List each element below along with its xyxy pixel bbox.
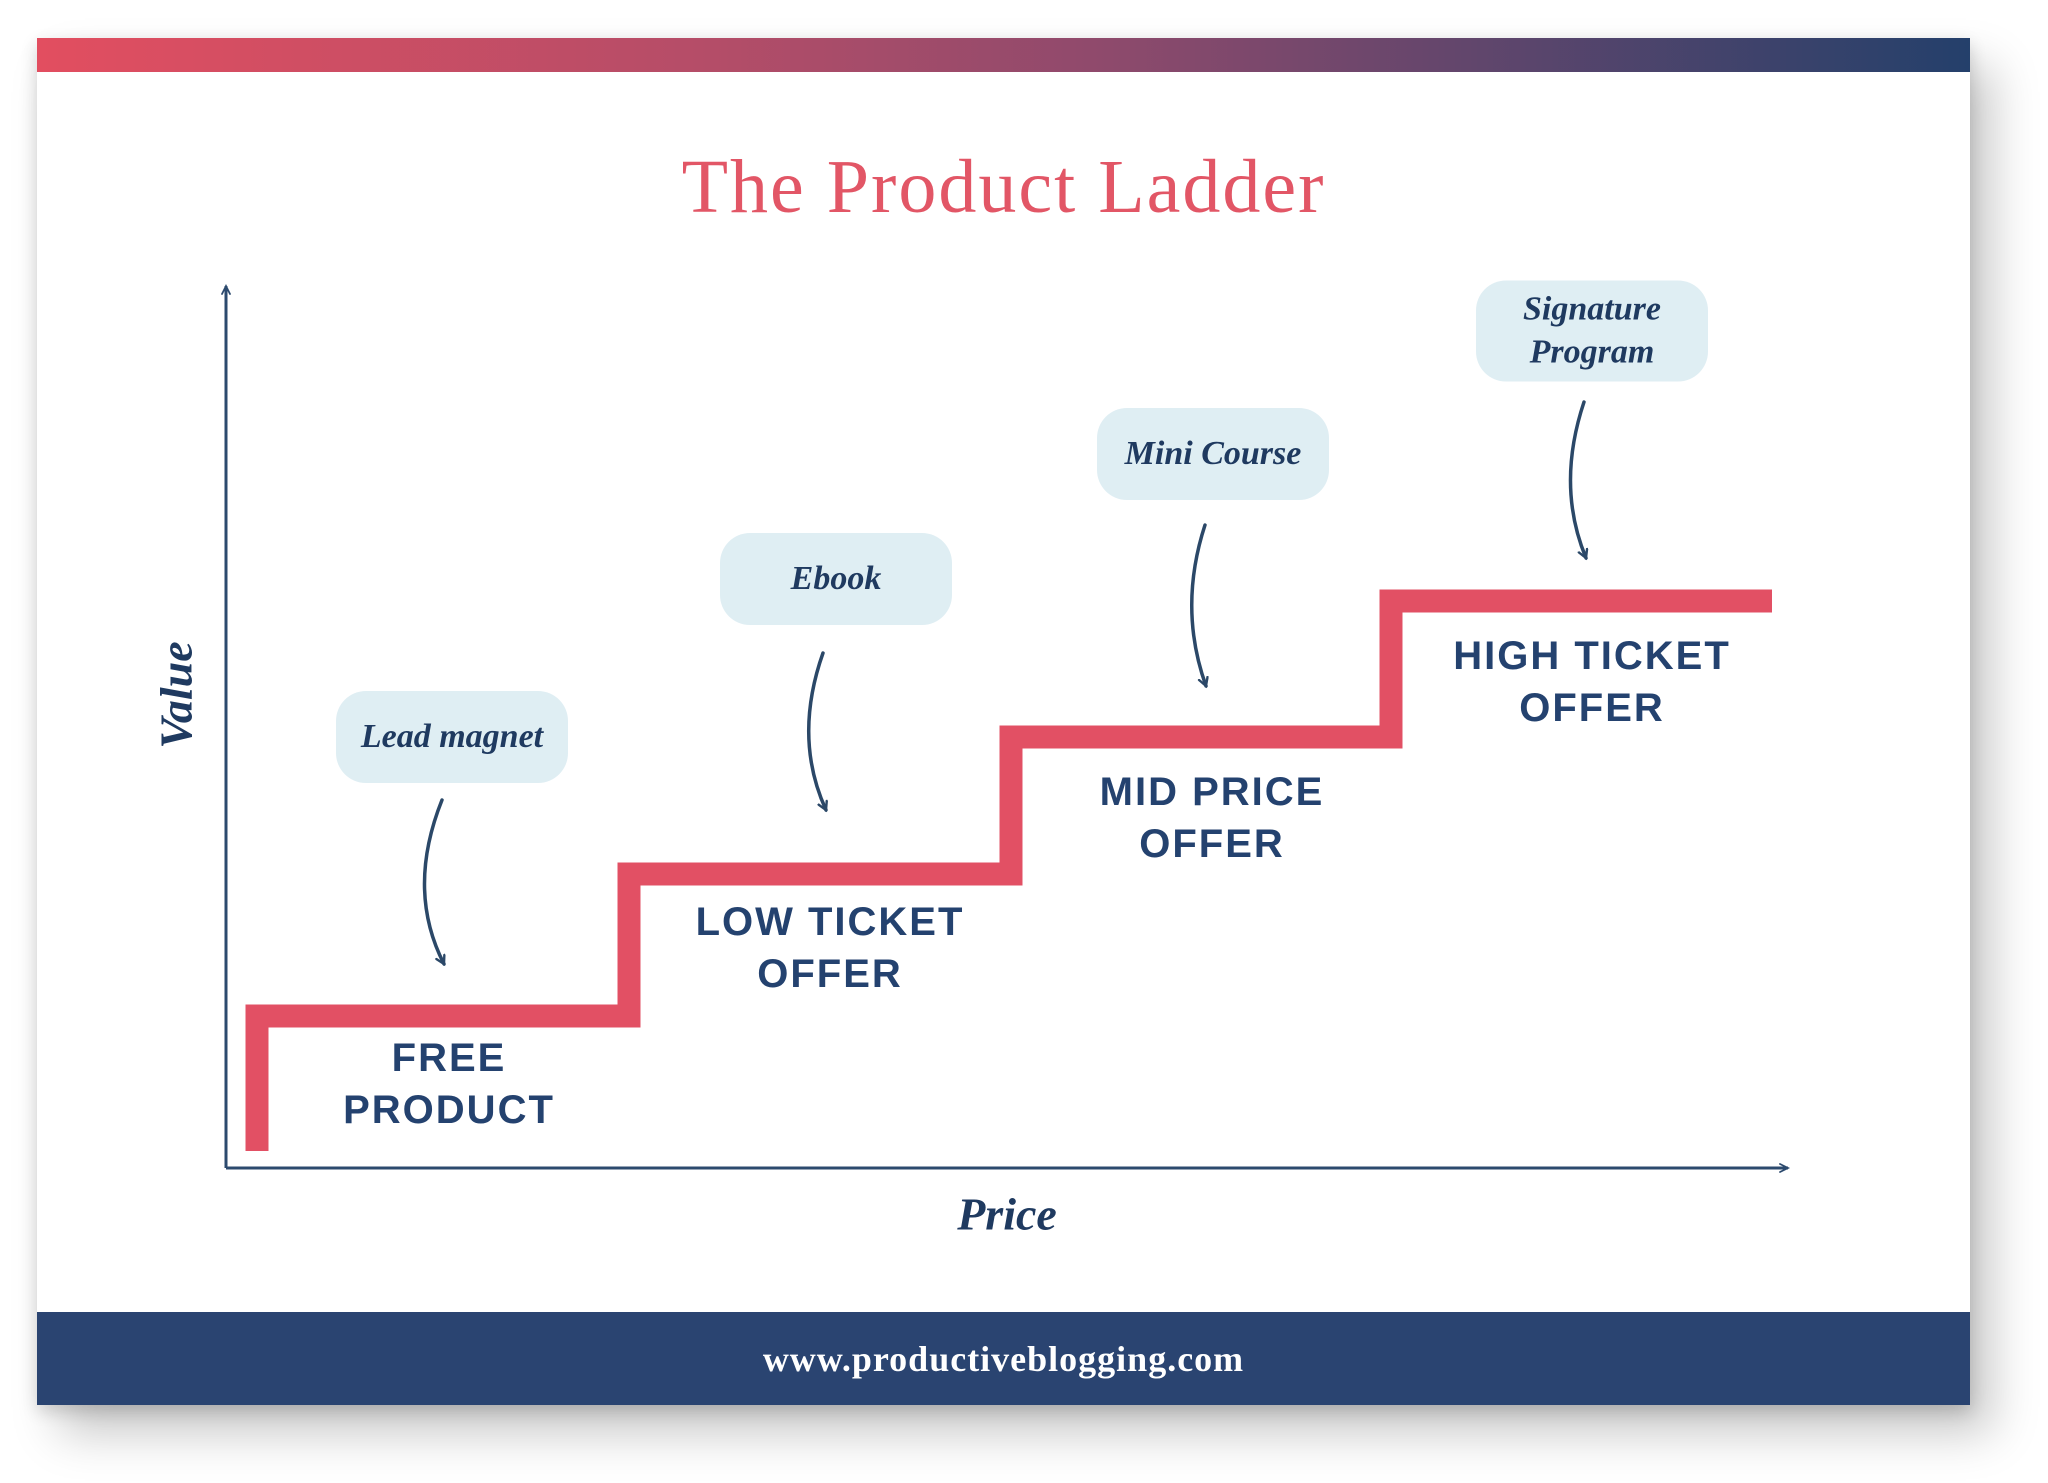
step-label-mid-price: MID PRICE OFFER (1100, 766, 1325, 870)
step-label-high-ticket: HIGH TICKET OFFER (1453, 630, 1731, 734)
step-label-free-product: FREE PRODUCT (343, 1032, 555, 1136)
y-axis-label: Value (150, 641, 202, 749)
callout-signature-program: Signature Program (1476, 280, 1708, 382)
arrow-signature-program (1568, 400, 1586, 558)
arrow-ebook (806, 651, 826, 810)
footer-url: www.productiveblogging.com (762, 1338, 1245, 1379)
staircase-line (245, 589, 1772, 1151)
callout-lead-magnet-label: Lead magnet (360, 717, 544, 755)
step-label-mid-price-line1: MID PRICE (1099, 770, 1325, 814)
step-label-free-product-line2: PRODUCT (343, 1088, 555, 1132)
callout-mini-course-label: Mini Course (1124, 434, 1302, 472)
step-label-high-ticket-line2: OFFER (1519, 686, 1665, 730)
arrow-lead-magnet (422, 798, 446, 964)
callout-ebook-label: Ebook (790, 559, 882, 597)
step-label-low-ticket: LOW TICKET OFFER (696, 896, 965, 1000)
arrow-mini-course (1190, 523, 1206, 686)
callout-lead-magnet: Lead magnet (336, 691, 568, 783)
step-label-free-product-line1: FREE (391, 1036, 507, 1080)
step-label-high-ticket-line1: HIGH TICKET (1453, 634, 1731, 678)
x-axis-label: Price (957, 1188, 1057, 1240)
footer-bar: www.productiveblogging.com (37, 1312, 1970, 1405)
callout-signature-program-label: Signature Program (1523, 290, 1661, 371)
step-label-low-ticket-line1: LOW TICKET (695, 900, 965, 944)
callout-mini-course: Mini Course (1097, 408, 1329, 500)
page-title: The Product Ladder (681, 145, 1326, 229)
callout-ebook: Ebook (720, 533, 952, 625)
step-label-low-ticket-line2: OFFER (757, 952, 903, 996)
top-gradient-bar (37, 38, 1970, 72)
step-label-mid-price-line2: OFFER (1139, 822, 1285, 866)
